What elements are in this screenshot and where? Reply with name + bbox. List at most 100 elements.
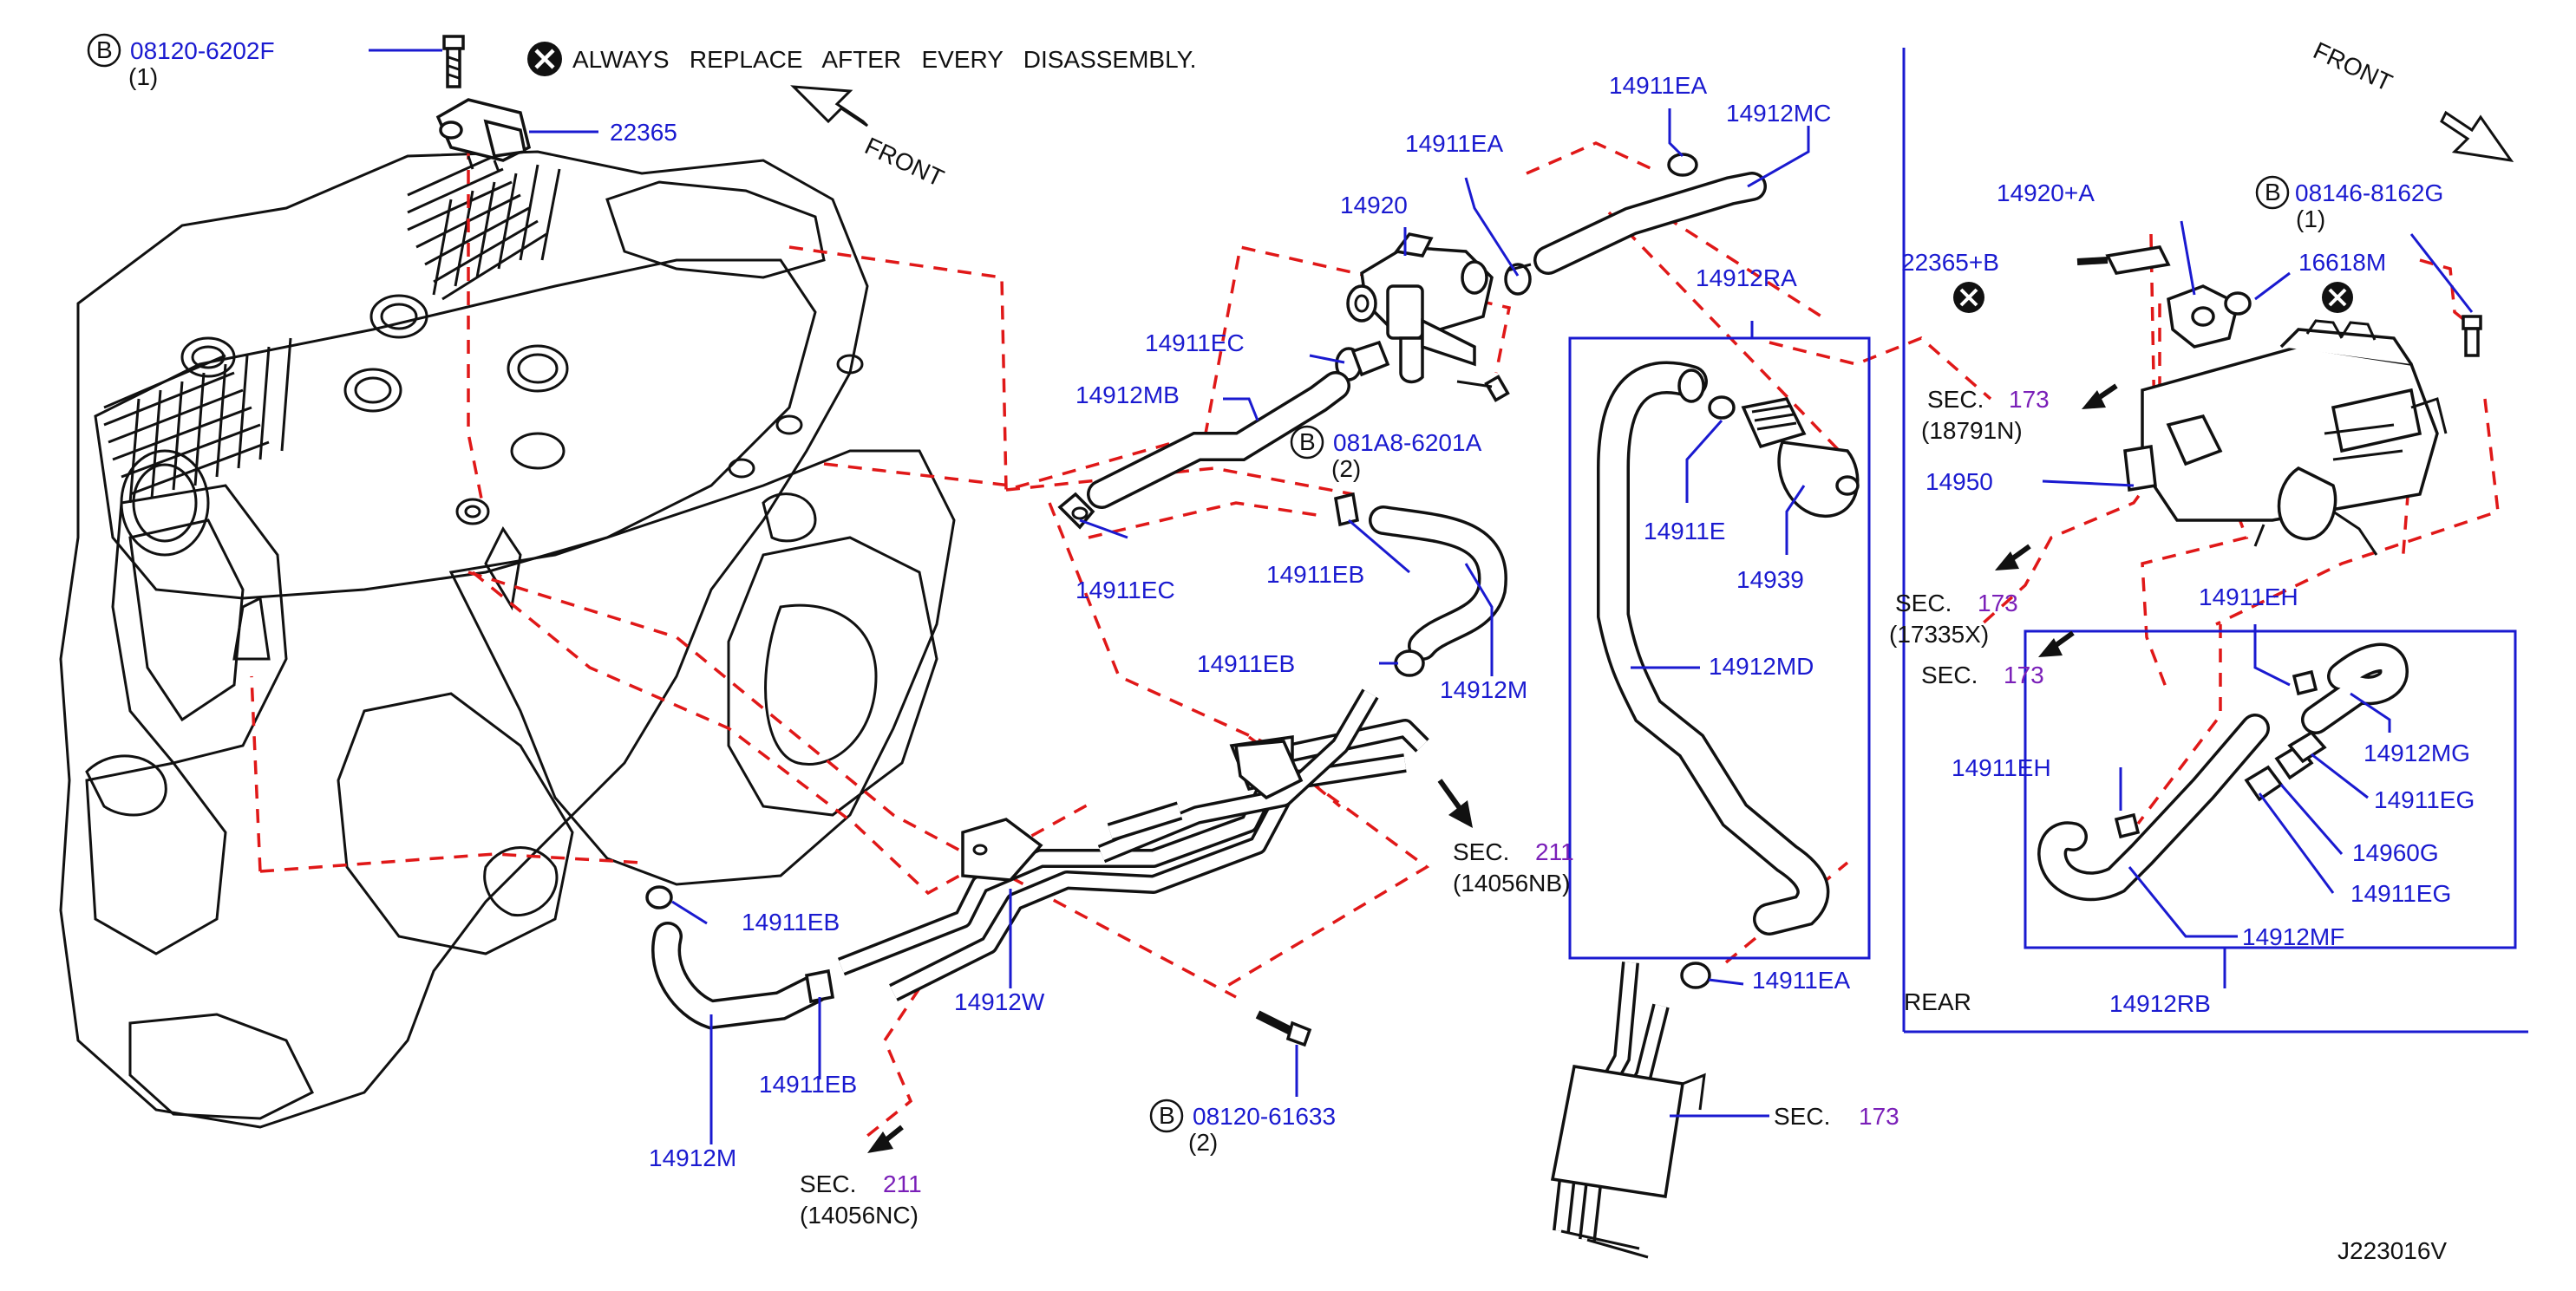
part-label-14939[interactable]: 14939 bbox=[1736, 566, 1804, 593]
part-number: 08120-6202F bbox=[130, 37, 275, 64]
section-ref: (14056NB) bbox=[1453, 870, 1570, 897]
part-label-14911EB[interactable]: 14911EB bbox=[1197, 650, 1295, 677]
part-label-14960G[interactable]: 14960G bbox=[2352, 839, 2439, 866]
section-ref: (18791N) bbox=[1921, 417, 2023, 444]
hose-14912MC-icon bbox=[1533, 172, 1767, 275]
quantity: (1) bbox=[128, 63, 158, 90]
bracket-icon bbox=[1234, 740, 1304, 800]
part-label-14912M[interactable]: 14912M bbox=[1440, 676, 1527, 703]
section-number: 211 bbox=[883, 1170, 922, 1197]
clip-14911E-icon bbox=[1708, 395, 1736, 420]
clip-14911EB-a-icon bbox=[1334, 492, 1359, 527]
bolt-08120-61633-icon bbox=[1255, 1010, 1312, 1047]
part-label-22365[interactable]: 22365 bbox=[610, 119, 677, 146]
section-word: SEC. bbox=[1895, 590, 1952, 616]
clip-14911EH-a-icon bbox=[2292, 669, 2318, 696]
part-label-14911EC[interactable]: 14911EC bbox=[1145, 329, 1245, 356]
rear-label: REAR bbox=[1904, 988, 1971, 1015]
section-ref-173-17335X[interactable]: SEC. 173 (17335X) bbox=[1889, 590, 2018, 648]
hose-14912MB-icon bbox=[1087, 371, 1350, 509]
part-label-14911EH[interactable]: 14911EH bbox=[1952, 754, 2051, 781]
badge-letter: B bbox=[96, 36, 113, 63]
bolt-callout-08146-8162G[interactable]: B 08146-8162G (1) bbox=[2255, 175, 2443, 232]
clip-14911EA-c-icon bbox=[1680, 962, 1711, 989]
part-label-14911EG[interactable]: 14911EG bbox=[2374, 786, 2475, 813]
hose-14912MG-icon bbox=[2301, 642, 2409, 734]
part-label-14920A[interactable]: 14920+A bbox=[1997, 179, 2095, 206]
group-box-14912RB bbox=[2024, 629, 2517, 949]
part-label-14911E[interactable]: 14911E bbox=[1644, 518, 1725, 544]
check-valve-14939-icon bbox=[1741, 397, 1860, 518]
part-label-14912MC[interactable]: 14912MC bbox=[1726, 100, 1831, 127]
bolt-081A8-6201A-icon bbox=[1456, 375, 1510, 402]
part-label-14911EB[interactable]: 14911EB bbox=[742, 909, 840, 936]
section-ref-211-14056NB[interactable]: SEC. 211 (14056NB) bbox=[1453, 838, 1574, 897]
section-number: 173 bbox=[2004, 662, 2044, 688]
section-word: SEC. bbox=[1453, 838, 1509, 865]
badge-letter: B bbox=[1159, 1102, 1175, 1129]
section-word: SEC. bbox=[1927, 386, 1984, 413]
part-label-14911EA[interactable]: 14911EA bbox=[1752, 967, 1850, 994]
x-mark-icon bbox=[1953, 282, 1984, 313]
section-ref-211-14056NC[interactable]: SEC. 211 (14056NC) bbox=[800, 1170, 922, 1229]
section-number: 173 bbox=[1859, 1103, 1899, 1130]
section-number: 173 bbox=[1978, 590, 2018, 616]
leader-lines bbox=[369, 49, 2474, 1144]
clip-14911EC-b-icon bbox=[1057, 492, 1095, 530]
part-label-14911EA[interactable]: 14911EA bbox=[1405, 130, 1503, 157]
part-label-14912MD[interactable]: 14912MD bbox=[1709, 653, 1814, 680]
part-number: 081A8-6201A bbox=[1333, 429, 1482, 456]
part-label-14911EB[interactable]: 14911EB bbox=[1266, 561, 1364, 588]
part-label-14912MB[interactable]: 14912MB bbox=[1076, 381, 1180, 408]
front-arrow-left-icon bbox=[790, 85, 869, 127]
part-label-14950[interactable]: 14950 bbox=[1925, 468, 1993, 495]
part-number-labels: 22365 14920 14911EA 14911EA 14911EA 1491… bbox=[610, 72, 2475, 1171]
bolt-08120-6202F-icon bbox=[442, 35, 465, 88]
part-label-16618M[interactable]: 16618M bbox=[2298, 249, 2386, 276]
section-ref-173-right[interactable]: SEC. 173 bbox=[1921, 662, 2044, 688]
part-label-14911EB[interactable]: 14911EB bbox=[759, 1071, 857, 1098]
bolt-callout-08120-6202F[interactable]: B 08120-6202F (1) bbox=[87, 33, 275, 90]
section-word: SEC. bbox=[1774, 1103, 1830, 1130]
part-number: 08146-8162G bbox=[2295, 179, 2443, 206]
part-label-14912RB[interactable]: 14912RB bbox=[2109, 990, 2211, 1017]
section-number: 173 bbox=[2009, 386, 2050, 413]
connector-14960G-icon bbox=[2244, 730, 2327, 802]
section-word: SEC. bbox=[1921, 662, 1978, 688]
bolt-callout-081A8-6201A[interactable]: B 081A8-6201A (2) bbox=[1290, 425, 1482, 482]
direction-arrows bbox=[867, 383, 2118, 1153]
part-label-14911EC[interactable]: 14911EC bbox=[1076, 577, 1175, 603]
bolt-callout-08120-61633[interactable]: B 08120-61633 (2) bbox=[1149, 1099, 1336, 1156]
hose-14912M-lower-icon bbox=[651, 922, 835, 1030]
part-label-14911EH[interactable]: 14911EH bbox=[2199, 584, 2298, 610]
hose-14912M-upper-icon bbox=[1369, 505, 1507, 661]
part-label-14912MG[interactable]: 14912MG bbox=[2364, 740, 2470, 766]
front-label-left: FRONT bbox=[860, 132, 948, 192]
bolt-08146-8162G-icon bbox=[2462, 315, 2482, 357]
hose-14912MD-icon bbox=[1597, 361, 1830, 936]
part-number: 08120-61633 bbox=[1193, 1103, 1336, 1130]
quantity: (1) bbox=[2296, 205, 2325, 232]
part-label-14920[interactable]: 14920 bbox=[1340, 192, 1408, 218]
vacuum-valve-14920-icon bbox=[1346, 232, 1494, 384]
part-label-14912M[interactable]: 14912M bbox=[649, 1144, 736, 1171]
section-ref-173-lower[interactable]: SEC. 173 bbox=[1774, 1103, 1899, 1130]
section-ref-173-18791N[interactable]: SEC. 173 (18791N) bbox=[1921, 386, 2050, 444]
part-label-14912RA[interactable]: 14912RA bbox=[1696, 264, 1797, 291]
clip-14911EH-b-icon bbox=[2114, 812, 2141, 839]
section-number: 211 bbox=[1535, 838, 1574, 865]
clip-14911EC-a-icon bbox=[1335, 340, 1390, 381]
part-label-14912W[interactable]: 14912W bbox=[954, 988, 1045, 1015]
clip-14911EB-c-icon bbox=[645, 885, 673, 910]
clip-14911EB-b-icon bbox=[1394, 649, 1425, 677]
part-label-14912MF[interactable]: 14912MF bbox=[2242, 923, 2344, 950]
part-label-14911EA[interactable]: 14911EA bbox=[1609, 72, 1707, 99]
valve-14920A-icon bbox=[2076, 245, 2240, 349]
tube-assembly-14912W-icon bbox=[837, 688, 1429, 1001]
part-label-14911EG[interactable]: 14911EG bbox=[2350, 880, 2451, 907]
notice-text: ALWAYS REPLACE AFTER EVERY DISASSEMBLY. bbox=[572, 46, 1196, 73]
part-label-22365B[interactable]: 22365+B bbox=[1901, 249, 1999, 276]
notice-line: ALWAYS REPLACE AFTER EVERY DISASSEMBLY. bbox=[527, 42, 1196, 76]
canister-14950-icon bbox=[2123, 319, 2448, 556]
